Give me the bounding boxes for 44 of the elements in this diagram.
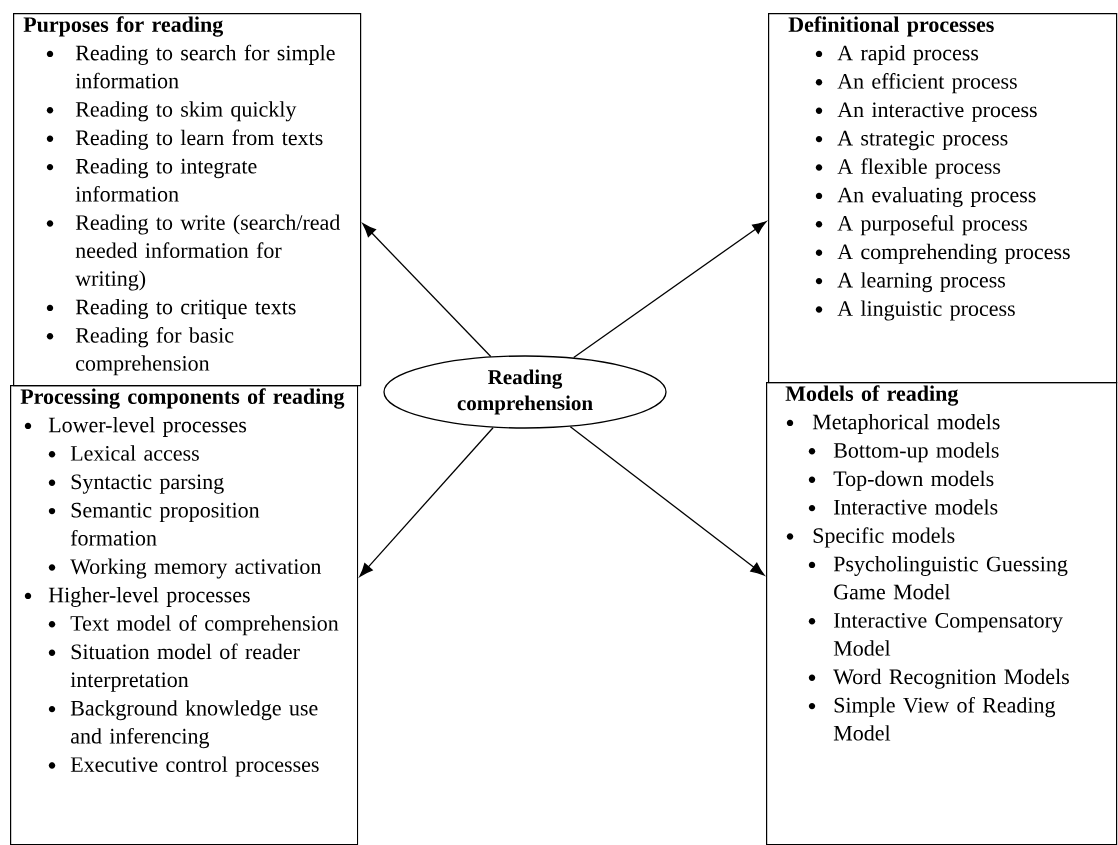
bullet-item: Reading for basic comprehension bbox=[75, 327, 234, 376]
bullet-item: A strategic process bbox=[837, 130, 1008, 151]
bullet-item: A linguistic process bbox=[837, 300, 1015, 321]
bullet-item: Reading to write (search/read needed information for writing) bbox=[75, 214, 341, 291]
bullet-item: Metaphorical models bbox=[812, 413, 1000, 434]
bullet-item: Situation model of reader interpretation bbox=[70, 643, 300, 692]
box-heading: Processing components of reading bbox=[20, 388, 345, 409]
bullet-item: A comprehending process bbox=[837, 243, 1070, 264]
box-heading: Purposes for reading bbox=[23, 16, 224, 37]
bullet-item: Executive control processes bbox=[70, 756, 319, 777]
bullet-item: Syntactic parsing bbox=[71, 474, 224, 494]
bullet-item: Reading to integrate information bbox=[75, 158, 257, 202]
bullet-item: Specific models bbox=[813, 527, 955, 548]
bullet-item: A learning process bbox=[837, 272, 1005, 293]
box-heading: Definitional processes bbox=[788, 16, 994, 37]
box-heading: Models of reading bbox=[785, 385, 959, 406]
arrow bbox=[362, 223, 492, 358]
bullet-item: Interactive Compensatory Model bbox=[833, 613, 1063, 656]
arrow bbox=[569, 426, 765, 576]
bullet-item: Reading to search for simple information bbox=[75, 44, 335, 89]
bullet-item: An efficient process bbox=[837, 73, 1017, 94]
arrow bbox=[359, 427, 494, 577]
bullet-item: Word Recognition Models bbox=[833, 668, 1069, 689]
arrow bbox=[573, 221, 767, 359]
bullet-item: Reading to critique texts bbox=[75, 298, 296, 319]
bullet-item: An evaluating process bbox=[837, 186, 1036, 207]
bullet-item: Higher-level processes bbox=[48, 586, 250, 607]
bullet-item: A purposeful process bbox=[837, 215, 1027, 236]
bullet-item: Top-down models bbox=[833, 470, 994, 491]
bullet-item: Lexical access bbox=[70, 445, 199, 461]
bullet-item: Working memory activation bbox=[70, 558, 322, 579]
bullet-item: Psycholinguistic Guessing Game Model bbox=[833, 555, 1068, 600]
bullet-item: Semantic proposition formation bbox=[70, 502, 260, 546]
bullet-item: An interactive process bbox=[837, 102, 1037, 122]
bullet-item: Background knowledge use and inferencing bbox=[70, 700, 318, 749]
bullet-item: Lower-level processes bbox=[48, 416, 247, 437]
bullet-item: Interactive models bbox=[834, 499, 998, 515]
bullet-item: Bottom-up models bbox=[833, 442, 999, 463]
bullet-item: A rapid process bbox=[837, 44, 979, 65]
bullet-item: A flexible process bbox=[837, 158, 1001, 179]
bullet-item: Reading to learn from texts bbox=[75, 129, 323, 150]
bullet-item: Reading to skim quickly bbox=[75, 101, 297, 122]
bullet-item: Text model of comprehension bbox=[70, 615, 339, 636]
bullet-item: Simple View of Reading Model bbox=[833, 696, 1056, 741]
